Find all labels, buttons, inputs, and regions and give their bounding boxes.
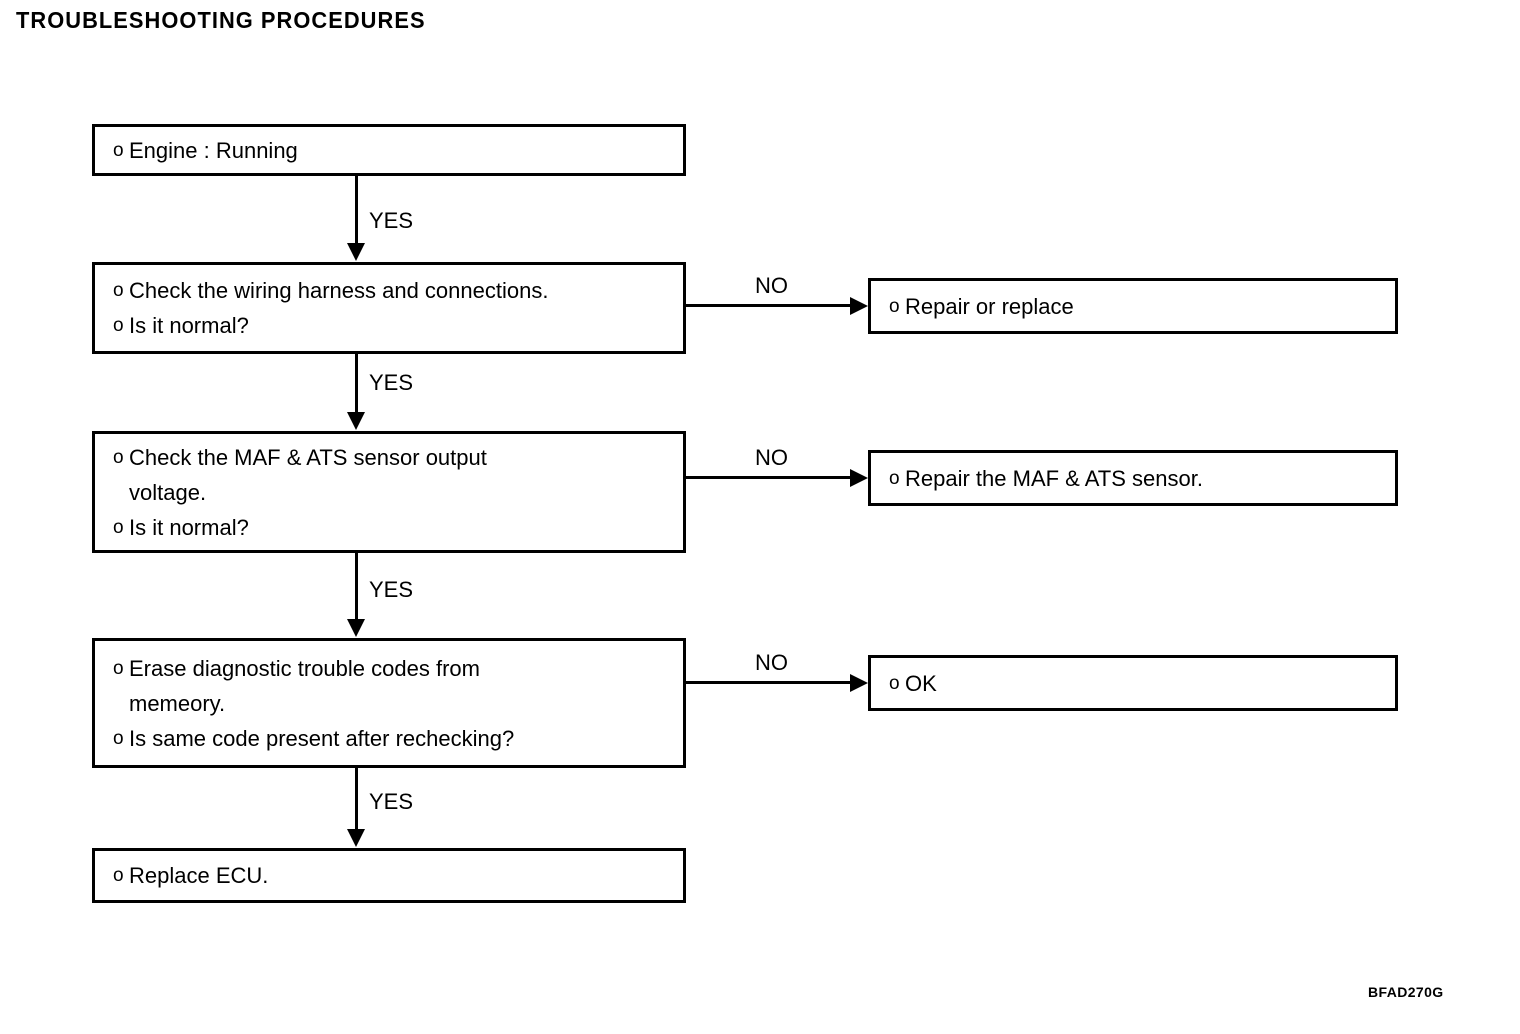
box-line-text: Repair or replace bbox=[905, 293, 1074, 319]
box-line-text: Erase diagnostic trouble codes from meme… bbox=[129, 655, 480, 716]
box-line: o Engine : Running bbox=[95, 133, 683, 168]
flow-box-repair-or-replace: o Repair or replace bbox=[868, 278, 1398, 334]
bullet-icon: o bbox=[113, 446, 124, 468]
box-line-text: Check the wiring harness and connections… bbox=[129, 278, 549, 303]
connector-no-2-arrowhead bbox=[850, 469, 868, 487]
page-title: TROUBLESHOOTING PROCEDURES bbox=[16, 7, 426, 33]
connector-yes-4-line bbox=[355, 768, 358, 830]
connector-no-2-line bbox=[686, 476, 851, 479]
box-line: o Is same code present after rechecking? bbox=[95, 721, 683, 756]
bullet-icon: o bbox=[113, 315, 124, 336]
box-line: o Check the MAF & ATS sensor output volt… bbox=[95, 440, 683, 510]
edge-label-yes-2: YES bbox=[369, 370, 414, 395]
bullet-icon: o bbox=[889, 672, 900, 694]
edge-label-yes-4: YES bbox=[369, 789, 414, 814]
box-line-text: Repair the MAF & ATS sensor. bbox=[905, 465, 1203, 491]
box-line-text: Is it normal? bbox=[129, 313, 249, 338]
box-line: o Check the wiring harness and connectio… bbox=[95, 273, 683, 308]
bullet-icon: o bbox=[889, 467, 900, 489]
flow-box-replace-ecu: o Replace ECU. bbox=[92, 848, 686, 903]
edge-label-yes-3: YES bbox=[369, 577, 414, 602]
connector-no-1-line bbox=[686, 304, 851, 307]
flow-box-check-wiring-harness: o Check the wiring harness and connectio… bbox=[92, 262, 686, 354]
box-line: o Repair the MAF & ATS sensor. bbox=[871, 461, 1395, 496]
flow-box-engine-running: o Engine : Running bbox=[92, 124, 686, 176]
box-line: o Is it normal? bbox=[95, 510, 683, 545]
edge-label-no-1: NO bbox=[755, 273, 788, 298]
box-line-text: Engine : Running bbox=[129, 137, 298, 163]
box-line-text: OK bbox=[905, 670, 937, 696]
connector-yes-1-arrowhead bbox=[347, 243, 365, 261]
connector-no-1-arrowhead bbox=[850, 297, 868, 315]
connector-yes-3-arrowhead bbox=[347, 619, 365, 637]
flow-box-ok: o OK bbox=[868, 655, 1398, 711]
connector-no-3-line bbox=[686, 681, 851, 684]
box-line: o Replace ECU. bbox=[95, 858, 683, 893]
box-line: o Repair or replace bbox=[871, 289, 1395, 324]
bullet-icon: o bbox=[113, 657, 124, 679]
flow-box-check-maf-ats-output-voltage: o Check the MAF & ATS sensor output volt… bbox=[92, 431, 686, 553]
edge-label-no-2: NO bbox=[755, 445, 788, 470]
box-line-text: Check the MAF & ATS sensor output voltag… bbox=[129, 444, 487, 505]
bullet-icon: o bbox=[113, 139, 124, 161]
bullet-icon: o bbox=[113, 865, 124, 886]
bullet-icon: o bbox=[113, 280, 124, 301]
box-line-text: Replace ECU. bbox=[129, 863, 269, 888]
bullet-icon: o bbox=[113, 727, 124, 749]
edge-label-yes-1: YES bbox=[369, 208, 414, 233]
connector-yes-2-arrowhead bbox=[347, 412, 365, 430]
box-line: o OK bbox=[871, 666, 1395, 701]
bullet-icon: o bbox=[889, 295, 900, 317]
connector-yes-1-line bbox=[355, 176, 358, 244]
box-line: o Is it normal? bbox=[95, 308, 683, 343]
connector-yes-2-line bbox=[355, 354, 358, 413]
connector-yes-3-line bbox=[355, 553, 358, 620]
box-line-text: Is same code present after rechecking? bbox=[129, 725, 515, 751]
flow-box-repair-maf-ats-sensor: o Repair the MAF & ATS sensor. bbox=[868, 450, 1398, 506]
edge-label-no-3: NO bbox=[755, 650, 788, 675]
figure-reference-code: BFAD270G bbox=[1368, 984, 1444, 1000]
connector-yes-4-arrowhead bbox=[347, 829, 365, 847]
box-line: o Erase diagnostic trouble codes from me… bbox=[95, 651, 683, 721]
box-line-text: Is it normal? bbox=[129, 514, 249, 540]
flow-box-erase-diagnostic-trouble-codes: o Erase diagnostic trouble codes from me… bbox=[92, 638, 686, 768]
bullet-icon: o bbox=[113, 516, 124, 538]
connector-no-3-arrowhead bbox=[850, 674, 868, 692]
